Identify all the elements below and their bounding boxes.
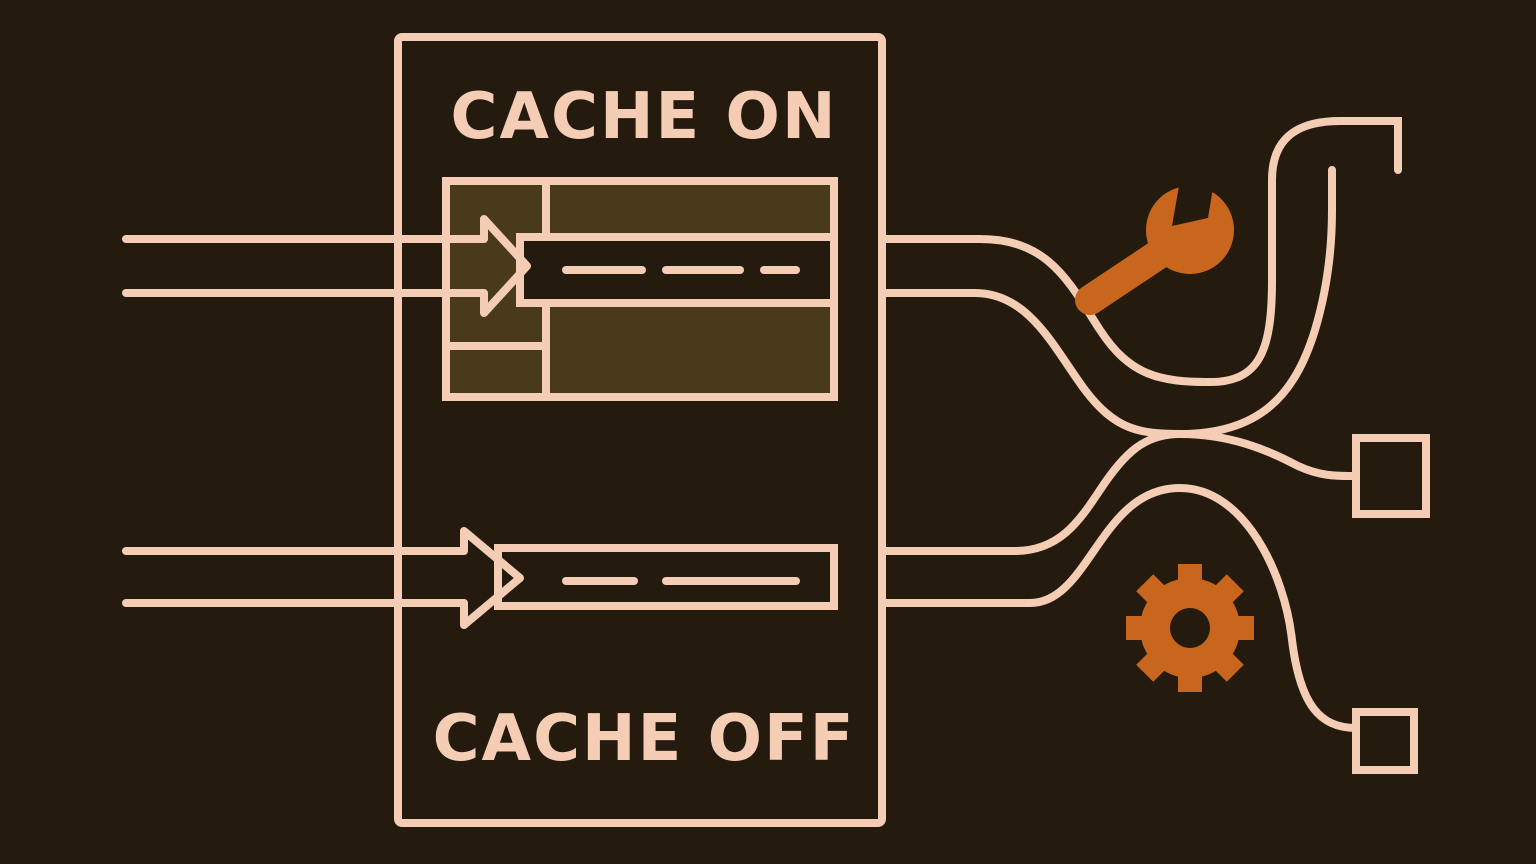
output-connections xyxy=(878,117,1402,732)
cache-off-label: CACHE OFF xyxy=(433,702,856,776)
cache-on-label: CACHE ON xyxy=(451,80,838,154)
endpoint-terminal-bottom xyxy=(1352,708,1418,774)
cache-on-input-arrow xyxy=(122,215,531,317)
connection-top-inner xyxy=(878,289,1356,480)
connection-top-outer xyxy=(878,117,1402,387)
wrench-icon xyxy=(1075,170,1234,315)
cache-panel xyxy=(394,33,886,827)
endpoint-terminal-top xyxy=(1352,434,1430,518)
cache-off-channel xyxy=(494,544,838,610)
gear-icon xyxy=(1126,564,1254,692)
connection-upper-return xyxy=(1176,166,1336,438)
connection-bottom-inner xyxy=(878,430,1184,555)
connection-bottom-outer xyxy=(878,483,1360,732)
cache-on-channel xyxy=(516,233,838,307)
cache-off-input-arrow xyxy=(122,527,524,629)
